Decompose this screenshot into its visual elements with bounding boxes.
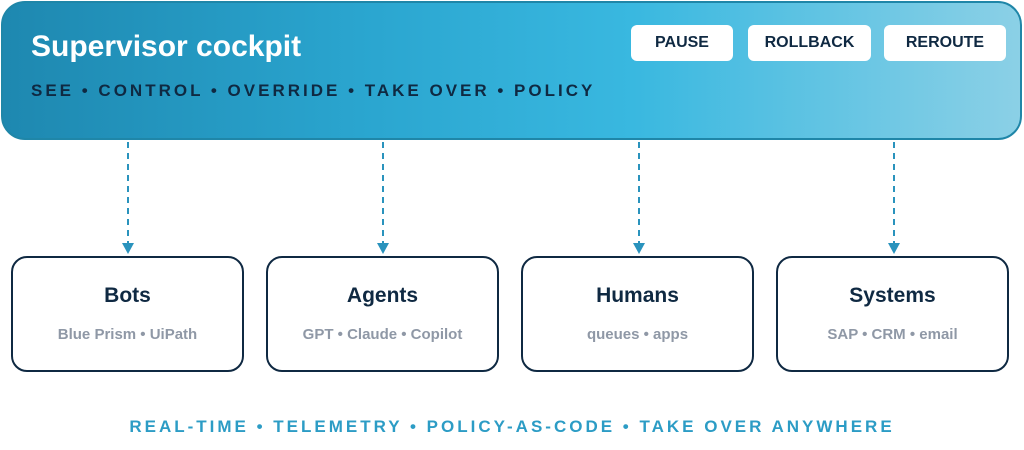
page-title: Supervisor cockpit [31,30,302,63]
card-humans: Humans queues • apps [521,256,754,372]
reroute-button[interactable]: REROUTE [884,25,1006,61]
card-title: Agents [346,284,419,307]
card-systems: Systems SAP • CRM • email [776,256,1009,372]
rollback-button[interactable]: ROLLBACK [748,25,871,61]
footer-tagline: REAL-TIME • TELEMETRY • POLICY-AS-CODE •… [129,417,895,436]
card-subtitle: GPT • Claude • Copilot [302,326,463,343]
arrowhead-agents-icon [377,243,389,254]
arrowhead-systems-icon [888,243,900,254]
arrowhead-humans-icon [633,243,645,254]
card-title: Bots [104,284,151,307]
arrowhead-bots-icon [122,243,134,254]
card-agents: Agents GPT • Claude • Copilot [266,256,499,372]
card-subtitle: Blue Prism • UiPath [57,326,198,343]
card-subtitle: SAP • CRM • email [827,326,958,343]
supervisor-cockpit-panel: Supervisor cockpit SEE • CONTROL • OVERR… [1,1,1022,140]
pause-button[interactable]: PAUSE [631,25,733,61]
card-title: Humans [596,284,679,307]
capabilities-subtitle: SEE • CONTROL • OVERRIDE • TAKE OVER • P… [31,81,596,100]
card-title: Systems [849,284,936,307]
card-bots: Bots Blue Prism • UiPath [11,256,244,372]
card-subtitle: queues • apps [586,326,689,343]
